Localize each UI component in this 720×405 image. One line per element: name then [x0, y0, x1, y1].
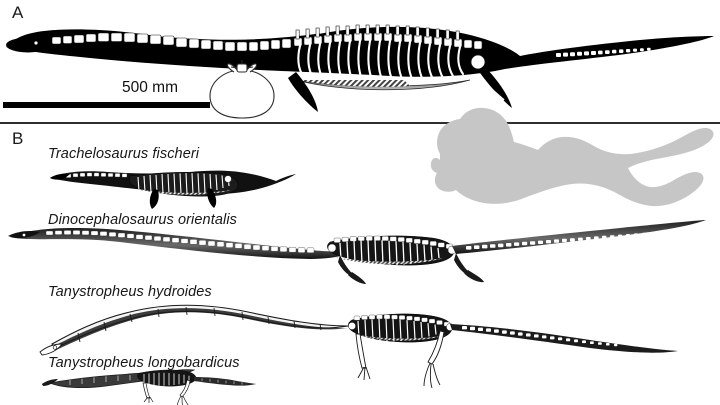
scuba-diver-silhouette — [430, 107, 714, 207]
skeleton-trachelosaurus-fischeri — [50, 170, 296, 209]
panel-a-ribcage — [297, 39, 465, 84]
scalebar-label: 500 mm — [122, 79, 178, 96]
skeleton-tanystropheus-longobardicus — [42, 369, 256, 405]
panel-label-a: A — [12, 3, 24, 22]
panel-a-hind-flipper — [470, 54, 512, 108]
panel-a-skull — [6, 37, 50, 53]
panel-a-caudal-vertebrae — [556, 47, 651, 57]
panel-a-dorsal-vertebrae — [293, 24, 483, 50]
species-label-dinocephalosaurus-orientalis: Dinocephalosaurus orientalis — [48, 212, 237, 228]
skeleton-tanystropheus-hydroides — [39, 304, 678, 389]
panel-a-cross-section-inset — [209, 60, 275, 119]
species-label-tanystropheus-longobardicus: Tanystropheus longobardicus — [48, 355, 240, 371]
skeleton-dinocephalosaurus-orientalis — [8, 220, 706, 284]
panel-divider — [0, 122, 720, 124]
species-label-trachelosaurus-fischeri: Trachelosaurus fischeri — [48, 146, 200, 162]
dinocephalosaurus-hindlimb — [454, 253, 484, 283]
hydroides-hindlimb — [423, 330, 445, 389]
hydroides-forelimb — [355, 333, 371, 381]
panel-label-b: B — [12, 129, 24, 148]
panel-a-gastralia — [295, 79, 471, 91]
dinocephalosaurus-forelimb — [338, 255, 366, 284]
panel-a-pelvis-marker — [522, 36, 532, 46]
scalebar-rule — [3, 102, 210, 108]
species-label-tanystropheus-hydroides: Tanystropheus hydroides — [48, 284, 212, 300]
panel-a-front-flipper — [288, 72, 318, 112]
panel-a-cervical-vertebrae — [51, 32, 292, 52]
